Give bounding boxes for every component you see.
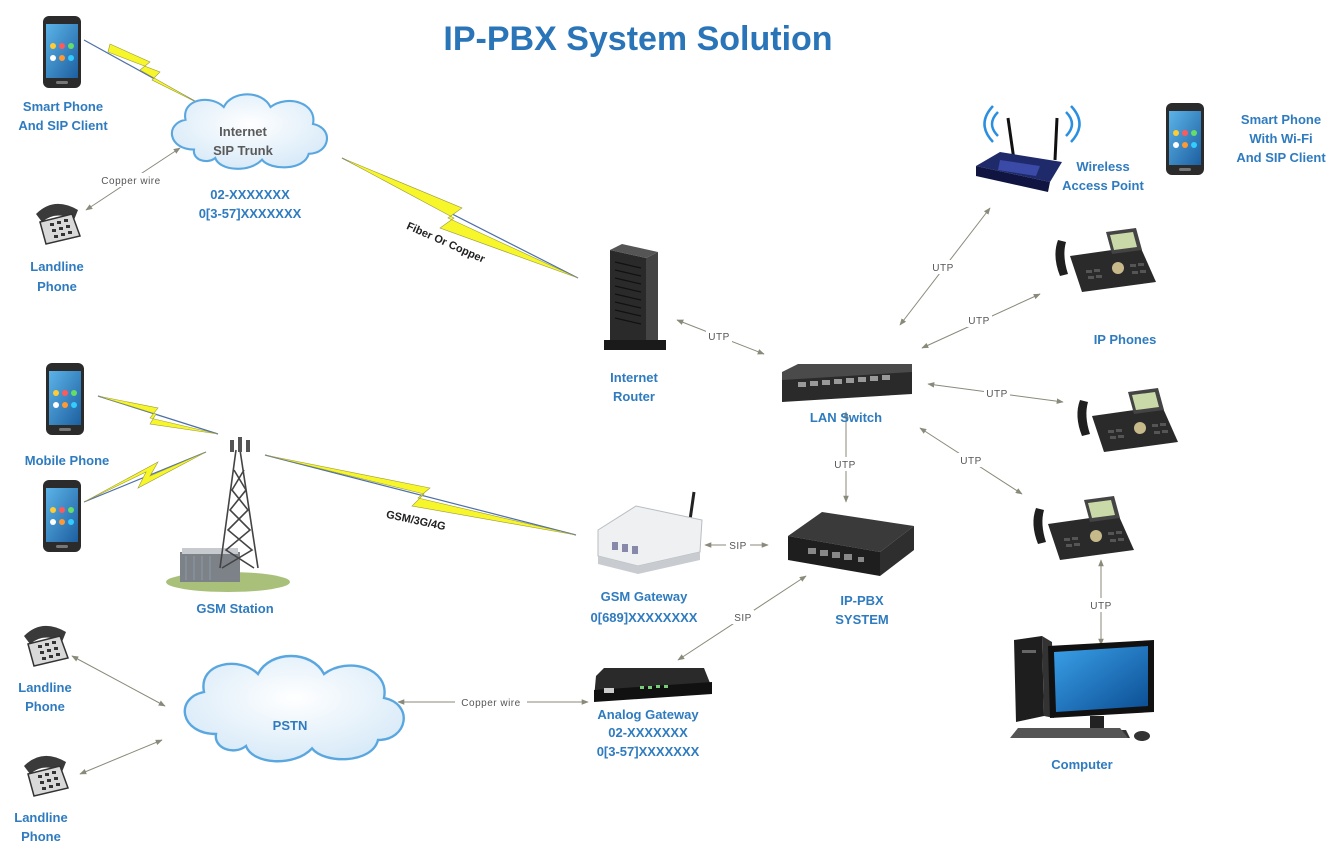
landline-mid-pstn-line (71, 655, 166, 707)
analog-gateway-label-3: 0[3-57]XXXXXXX (597, 744, 700, 759)
sip-trunk-label-1: Internet (219, 124, 267, 139)
ip-phone-icon (1077, 388, 1178, 452)
lightning-phone2-tower (83, 451, 207, 503)
sip-gsm-pbx-label: SIP (729, 541, 747, 552)
smartphone-wifi-label-2: With Wi-Fi (1249, 131, 1312, 146)
smartphone-wifi-sip-client: Smart Phone With Wi-Fi And SIP Client (1166, 103, 1326, 175)
lightning-fiber-copper (341, 157, 579, 279)
pbx-label-1: IP-PBX (840, 593, 884, 608)
landline-phone-icon (23, 755, 69, 797)
mobile-phone: Mobile Phone (25, 363, 110, 552)
computer-label: Computer (1051, 757, 1112, 772)
gsm-station: GSM Station (166, 437, 290, 616)
landline-phone-icon (35, 203, 81, 245)
sip-analog-pbx-label: SIP (734, 613, 752, 624)
pbx-label-2: SYSTEM (835, 612, 888, 627)
utp-switch-pbx-label: UTP (834, 460, 856, 471)
landline-phone-top: Landline Phone (30, 203, 84, 294)
cloud-icon (183, 654, 405, 763)
lan-switch: LAN Switch (782, 364, 912, 425)
gsm-link-label: GSM/3G/4G (385, 509, 447, 533)
utp-switch-phone2-label: UTP (986, 389, 1008, 400)
switch-icon (782, 364, 912, 402)
smartphone-icon (46, 363, 84, 435)
landline-bottom-label-2: Phone (21, 829, 61, 844)
gsm-gateway-label-1: GSM Gateway (601, 589, 688, 604)
internet-router: Internet Router (604, 244, 666, 404)
gateway-icon (594, 668, 712, 702)
gsm-gateway-label-2: 0[689]XXXXXXXX (591, 610, 698, 625)
pbx-icon (788, 512, 914, 576)
router-label-2: Router (613, 389, 655, 404)
wireless-links (83, 39, 579, 536)
switch-label: LAN Switch (810, 410, 882, 425)
copper-wire-top-label: Copper wire (101, 176, 160, 187)
ap-label-1: Wireless (1076, 159, 1129, 174)
utp-switch-phone3-label: UTP (960, 456, 982, 467)
smartphone-icon (43, 16, 81, 88)
landline-mid-label-2: Phone (25, 699, 65, 714)
ip-phone-icon (1055, 228, 1156, 292)
landline-top-label-1: Landline (30, 259, 83, 274)
gateway-icon (597, 491, 703, 574)
utp-switch-phone1-label: UTP (968, 316, 990, 327)
computer: Computer (1010, 636, 1154, 772)
gsm-station-label: GSM Station (196, 601, 273, 616)
mobile-phone-label: Mobile Phone (25, 453, 110, 468)
router-label-1: Internet (610, 370, 658, 385)
diagram-title: IP-PBX System Solution (443, 20, 832, 58)
ap-label-2: Access Point (1062, 178, 1144, 193)
utp-phone-computer-label: UTP (1090, 601, 1112, 612)
utp-switch-ap-label: UTP (932, 263, 954, 274)
landline-phone-bottom: Landline Phone (14, 755, 69, 844)
gsm-gateway: GSM Gateway 0[689]XXXXXXXX (591, 491, 703, 625)
smartphone-icon (1166, 103, 1204, 175)
ip-phone-icon (1033, 496, 1134, 560)
analog-gateway: Analog Gateway 02-XXXXXXX 0[3-57]XXXXXXX (594, 668, 712, 759)
smartphone-sip-client: Smart Phone And SIP Client (18, 16, 108, 133)
smartphone-icon (43, 480, 81, 552)
landline-mid-label-1: Landline (18, 680, 71, 695)
cell-tower-icon (166, 437, 290, 592)
wireless-ap-icon (976, 105, 1081, 192)
lightning-smartphone-trunk (83, 39, 201, 105)
smartphone-sip-label-2: And SIP Client (18, 118, 108, 133)
smartphone-wifi-label-3: And SIP Client (1236, 150, 1326, 165)
utp-router-switch-label: UTP (708, 332, 730, 343)
analog-gateway-label-2: 02-XXXXXXX (608, 725, 688, 740)
router-icon (604, 244, 666, 350)
computer-icon (1010, 636, 1154, 741)
internet-sip-trunk: Internet SIP Trunk 02-XXXXXXX 0[3-57]XXX… (170, 93, 329, 221)
sip-trunk-number-2: 0[3-57]XXXXXXX (199, 206, 302, 221)
lightning-tower-gateway (264, 454, 577, 536)
ip-phones-label: IP Phones (1094, 332, 1157, 347)
sip-trunk-number-1: 02-XXXXXXX (210, 187, 290, 202)
landline-bottom-label-1: Landline (14, 810, 67, 825)
pstn-cloud: PSTN (183, 654, 405, 763)
wireless-access-point: Wireless Access Point (976, 105, 1144, 193)
smartphone-sip-label-1: Smart Phone (23, 99, 103, 114)
landline-bottom-pstn-line (79, 739, 163, 775)
landline-top-label-2: Phone (37, 279, 77, 294)
pstn-label: PSTN (273, 718, 308, 733)
ip-phones: IP Phones (1033, 228, 1178, 560)
copper-wire-pstn-label: Copper wire (461, 698, 520, 709)
analog-gateway-label-1: Analog Gateway (597, 707, 699, 722)
lightning-mobile-tower (97, 395, 219, 435)
landline-phone-icon (23, 625, 69, 667)
smartphone-wifi-label-1: Smart Phone (1241, 112, 1321, 127)
sip-trunk-label-2: SIP Trunk (213, 143, 273, 158)
landline-phone-mid: Landline Phone (18, 625, 72, 714)
ip-pbx-system: IP-PBX SYSTEM (788, 512, 914, 627)
